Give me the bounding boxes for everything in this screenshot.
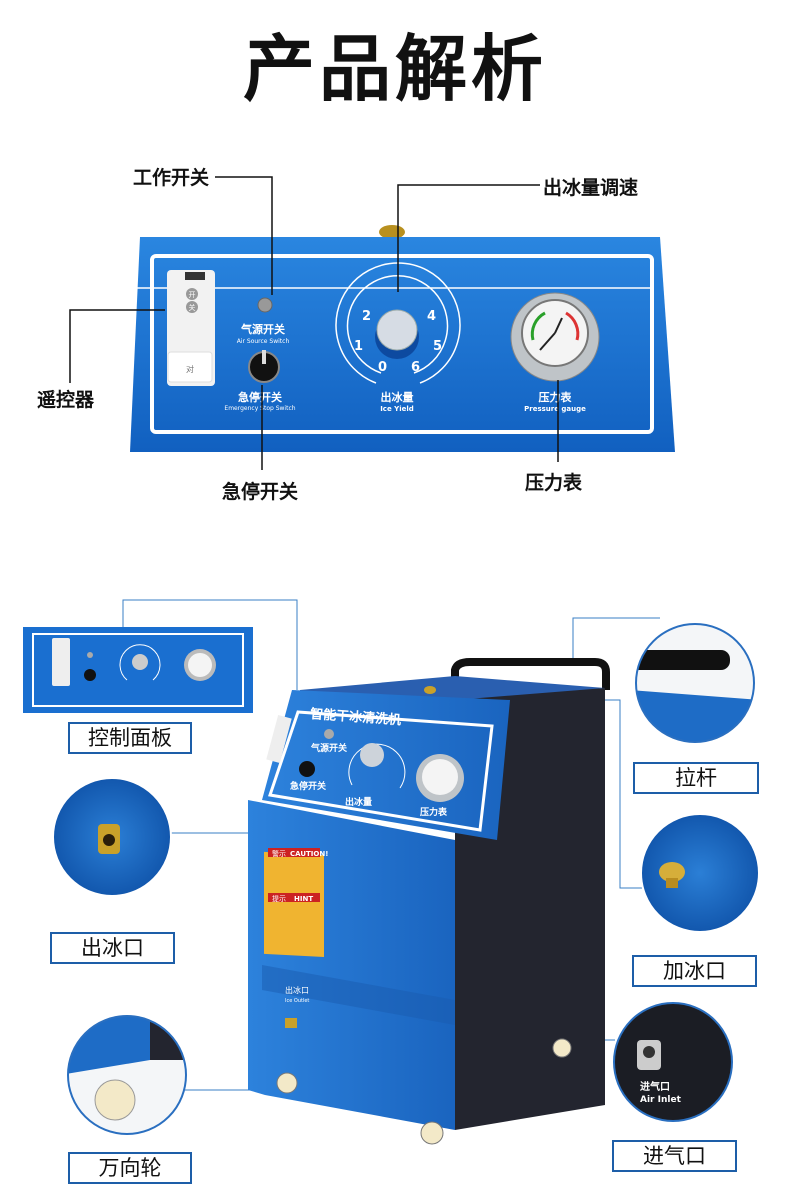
ice-inlet-cap-icon xyxy=(379,225,405,239)
svg-text:Pressure gauge: Pressure gauge xyxy=(524,405,586,413)
callout-lines xyxy=(69,176,559,470)
svg-text:进气口: 进气口 xyxy=(640,1080,670,1093)
svg-text:出冰量: 出冰量 xyxy=(381,390,414,404)
callout-emergency: 急停开关 xyxy=(222,481,299,503)
svg-text:气源开关: 气源开关 xyxy=(240,322,285,336)
detail-ice-inlet xyxy=(640,813,760,933)
svg-text:压力表: 压力表 xyxy=(539,390,573,404)
svg-text:1: 1 xyxy=(354,339,363,354)
callout-ice-speed: 出冰量调速 xyxy=(543,177,639,199)
svg-text:CAUTION!: CAUTION! xyxy=(290,850,328,858)
svg-text:Air Source Switch: Air Source Switch xyxy=(237,338,290,345)
svg-text:急停开关: 急停开关 xyxy=(238,390,282,404)
svg-text:急停开关: 急停开关 xyxy=(290,780,326,792)
detail-air-inlet: 进气口 Air Inlet xyxy=(613,1002,733,1122)
label-ice-outlet: 出冰口 xyxy=(50,932,175,964)
label-air-inlet: 进气口 xyxy=(612,1140,737,1172)
callout-remote: 遥控器 xyxy=(37,389,95,411)
speed-knob xyxy=(376,309,418,351)
svg-text:压力表: 压力表 xyxy=(420,806,448,818)
remote-control: 开 关 对 xyxy=(167,270,215,386)
svg-text:智能干冰清洗机: 智能干冰清洗机 xyxy=(310,706,402,728)
svg-text:4: 4 xyxy=(427,309,436,324)
caster-wheels xyxy=(276,1038,572,1145)
control-panel-closeup: 开 关 对 气源开关 Air Source Switch 急停开关 Emerge… xyxy=(0,176,675,470)
svg-text:Ice Yield: Ice Yield xyxy=(380,405,414,413)
callout-work-switch: 工作开关 xyxy=(133,167,210,189)
svg-text:关: 关 xyxy=(189,303,196,312)
air-source-switch xyxy=(257,297,273,313)
control-panel-thumbnail xyxy=(23,627,253,713)
svg-text:Ice Outlet: Ice Outlet xyxy=(285,998,309,1004)
label-handle: 拉杆 xyxy=(633,762,759,794)
svg-text:警示: 警示 xyxy=(272,849,286,858)
detail-handle xyxy=(635,623,755,743)
page-title: 产品解析 xyxy=(242,27,547,111)
svg-text:0: 0 xyxy=(378,360,387,375)
svg-text:2: 2 xyxy=(362,309,371,324)
svg-text:Emergency Stop Switch: Emergency Stop Switch xyxy=(224,405,295,412)
label-control-panel: 控制面板 xyxy=(68,722,192,754)
detail-wheel xyxy=(67,1015,187,1135)
svg-text:6: 6 xyxy=(411,360,420,375)
svg-text:出冰量: 出冰量 xyxy=(345,796,372,808)
caution-label xyxy=(264,851,324,957)
pressure-gauge: 压力表 Pressure gauge xyxy=(510,292,600,413)
svg-text:HINT: HINT xyxy=(294,895,313,903)
svg-text:出冰口: 出冰口 xyxy=(285,985,309,995)
machine: 智能干冰清洗机 气源开关 急停开关 出冰量 压力表 警示 CAUTION! 提示… xyxy=(122,599,660,1145)
svg-text:提示: 提示 xyxy=(272,894,286,903)
label-wheels: 万向轮 xyxy=(68,1152,192,1184)
callout-gauge: 压力表 xyxy=(525,472,583,494)
detail-ice-outlet xyxy=(52,777,172,897)
svg-text:开: 开 xyxy=(189,291,196,299)
label-ice-inlet: 加冰口 xyxy=(632,955,757,987)
svg-text:气源开关: 气源开关 xyxy=(310,742,347,754)
svg-text:Air Inlet: Air Inlet xyxy=(640,1095,682,1105)
svg-text:5: 5 xyxy=(433,339,442,354)
svg-text:对: 对 xyxy=(186,364,194,374)
ice-yield-dial: 0 1 2 4 5 6 出冰量 Ice Yield xyxy=(335,262,461,413)
